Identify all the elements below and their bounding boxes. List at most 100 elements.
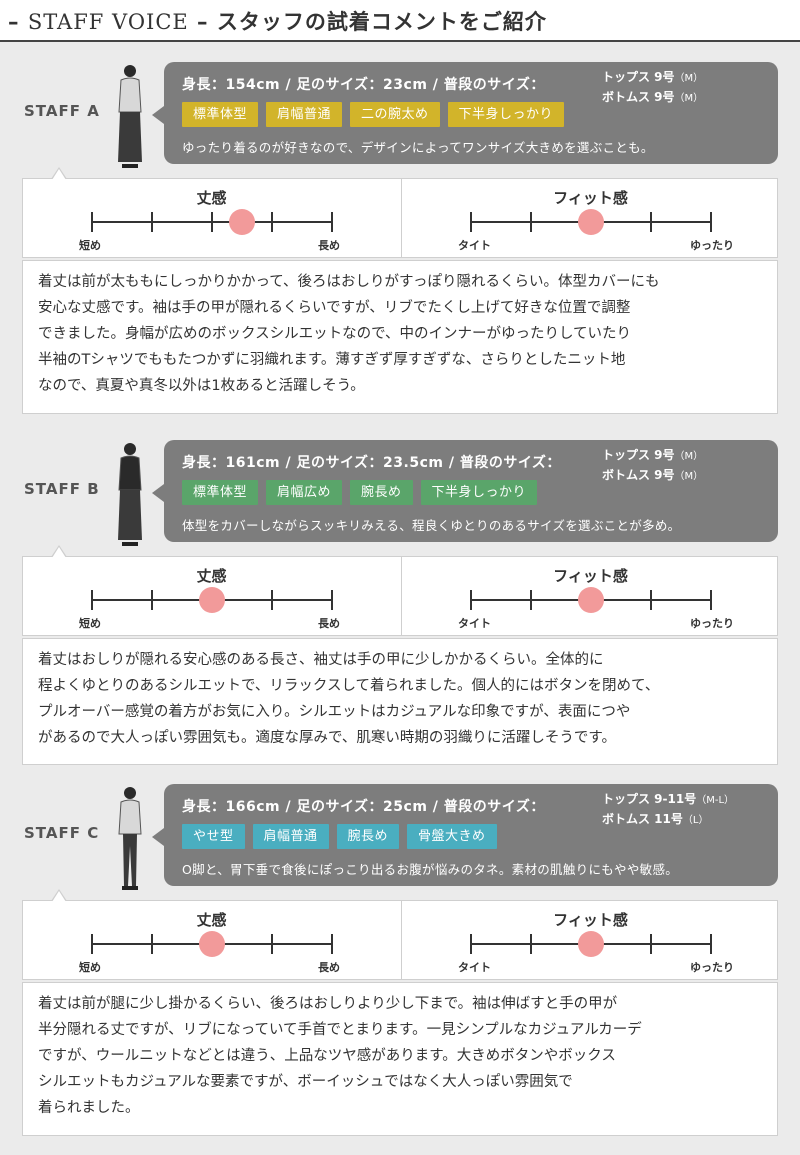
length-scale-title: 丈感 — [196, 567, 227, 585]
scale-marker — [578, 587, 604, 613]
scale-tick — [271, 934, 273, 954]
usual-sizes: トップス 9号（M）ボトムス 9号（M） — [602, 446, 703, 486]
length-scale: 丈感短め長め — [23, 901, 400, 979]
scale-tick — [331, 590, 333, 610]
fit-scale: フィット感タイトゆったり — [402, 557, 779, 635]
scale-tick — [91, 590, 93, 610]
scale-tick — [710, 590, 712, 610]
comment-line: プルオーバー感覚の着方がお気に入り。シルエットはカジュアルな印象ですが、表面につ… — [38, 704, 631, 720]
section-header: – STAFF VOICE – スタッフの試着コメントをご紹介 — [0, 0, 800, 42]
scale-tick — [151, 590, 153, 610]
fit-scale: フィット感タイト ゆったり — [402, 901, 779, 979]
bottoms-size-unit: （L） — [682, 815, 709, 826]
usual-sizes: トップス 9-11号（M-L）ボトムス 11号（L） — [602, 790, 734, 830]
scale-tick — [470, 212, 472, 232]
usual-sizes: トップス 9号（M）ボトムス 9号（M） — [602, 68, 703, 108]
scale-tick — [151, 212, 153, 232]
comment-line: 半袖のTシャツでももたつかずに羽織れます。薄すぎず厚すぎずな、さらりとしたニット… — [38, 352, 626, 368]
comment-line: 着丈は前が太ももにしっかりかかって、後ろはおしりがすっぽり隠れるくらい。体型カバ… — [38, 274, 660, 290]
body-type-tag: 下半身しっかり — [420, 480, 538, 505]
scale-tick — [710, 934, 712, 954]
scale-max-label: ゆったり — [690, 617, 734, 630]
tops-size: トップス 9-11号（M-L） — [602, 790, 734, 810]
scale-marker — [199, 587, 225, 613]
staff-profile: 身長：161cm / 足のサイズ：23.5cm / 普段のサイズ： トップス 9号… — [152, 440, 778, 542]
scale-tick — [271, 590, 273, 610]
tops-size: トップス 9号（M） — [602, 68, 703, 88]
body-type-tag: 二の腕太め — [350, 102, 440, 127]
bottoms-size-unit: （M） — [674, 93, 704, 104]
scale-tick — [530, 212, 532, 232]
staff-spec: 身長：161cm / 足のサイズ：23.5cm / 普段のサイズ： — [182, 455, 561, 471]
staff-label: STAFF B — [24, 480, 100, 498]
scale-tick — [331, 212, 333, 232]
comment-line: 着丈はおしりが隠れる安心感のある長さ、袖丈は手の甲に少しかかるくらい。全体的に — [38, 652, 604, 668]
comment-line: なので、真夏や真冬以外は1枚あると活躍しそう。 — [38, 378, 365, 394]
length-scale: 丈感短め長め — [23, 179, 400, 257]
body-type-tag: やせ型 — [182, 824, 245, 849]
body-type-tag: 下半身しっかり — [447, 102, 565, 127]
comment-line: できました。身幅が広めのボックスシルエットなので、中のインナーがゆったりしていた… — [38, 326, 632, 342]
fit-scale: フィット感タイトゆったり — [402, 179, 779, 257]
scale-min-label: 短め — [79, 617, 101, 630]
staff-spec: 身長：154cm / 足のサイズ：23cm / 普段のサイズ： — [182, 77, 545, 93]
body-type-tags: 標準体型肩幅普通二の腕太め下半身しっかり — [182, 102, 572, 127]
comment-line: 程よくゆとりのあるシルエットで、リラックスして着られました。個人的にはボタンを閉… — [38, 678, 660, 694]
staff-note: 体型をカバーしながらスッキリみえる、程良くゆとりのあるサイズを選ぶことが多め。 — [182, 518, 681, 533]
scale-min-label: タイト — [458, 239, 491, 252]
body-type-tag: 骨盤大きめ — [407, 824, 497, 849]
staff-comment: 着丈は前が腿に少し掛かるくらい、後ろはおしりより少し下まで。袖は伸ばすと手の甲が… — [22, 982, 778, 1136]
comment-line: ですが、ウールニットなどとは違う、上品なツヤ感があります。大きめボタンやボックス — [38, 1048, 616, 1064]
body-type-tag: 標準体型 — [182, 102, 259, 127]
tops-size-unit: （M） — [674, 73, 704, 84]
length-scale: 丈感短め長め — [23, 557, 400, 635]
size-rating: 丈感短め長めフィット感タイトゆったり — [22, 167, 779, 258]
scale-tick — [271, 212, 273, 232]
scale-min-label: 短め — [79, 239, 101, 252]
staff-note: O脚と、胃下垂で食後にぽっこり出るお腹が悩みのタネ。素材の肌触りにもやや敏感。 — [182, 862, 679, 877]
title-jp: スタッフの試着コメントをご紹介 — [216, 10, 547, 34]
staff-photo — [110, 62, 150, 172]
fit-scale-title: フィット感 — [553, 911, 628, 929]
body-type-tag: 肩幅普通 — [252, 824, 329, 849]
body-type-tags: 標準体型肩幅広め腕長め下半身しっかり — [182, 480, 545, 505]
title-en: STAFF VOICE — [27, 10, 189, 34]
staff-profile: 身長：154cm / 足のサイズ：23cm / 普段のサイズ： トップス 9号（M… — [152, 62, 778, 164]
scale-tick — [530, 590, 532, 610]
scale-tick — [151, 934, 153, 954]
tops-size-unit: （M-L） — [696, 795, 735, 806]
comment-line: 着られました。 — [38, 1100, 140, 1116]
size-rating: 丈感短め長め フィット感タイト ゆったり — [22, 889, 779, 980]
staff-photo — [110, 784, 150, 894]
body-type-tags: やせ型肩幅普通腕長め骨盤大きめ — [182, 824, 505, 849]
bottoms-size: ボトムス 11号（L） — [602, 810, 734, 830]
scale-marker — [229, 209, 255, 235]
staff-profile: 身長：166cm / 足のサイズ：25cm / 普段のサイズ：トップス 9-11… — [152, 784, 778, 886]
scale-max-label: ゆったり — [690, 961, 734, 974]
comment-line: 半分隠れる丈ですが、リブになっていて手首でとまります。一見シンプルなカジュアルカ… — [38, 1022, 642, 1038]
body-type-tag: 肩幅広め — [266, 480, 343, 505]
scale-min-label: タイト — [458, 961, 491, 974]
tops-size: トップス 9号（M） — [602, 446, 703, 466]
body-type-tag: 標準体型 — [182, 480, 259, 505]
tops-size-value: トップス 9号 — [602, 448, 675, 462]
scale-max-label: 長め — [318, 961, 340, 974]
scale-tick — [530, 934, 532, 954]
size-rating: 丈感短め長めフィット感タイトゆったり — [22, 545, 779, 636]
tops-size-value: トップス 9-11号 — [602, 792, 697, 806]
comment-line: があるので大人っぽい雰囲気も。適度な厚みで、肌寒い時期の羽織りに活躍しそうです。 — [38, 730, 616, 746]
staff-comment: 着丈はおしりが隠れる安心感のある長さ、袖丈は手の甲に少しかかるくらい。全体的に程… — [22, 638, 778, 765]
scale-max-label: ゆったり — [690, 239, 734, 252]
section-title: – STAFF VOICE – スタッフの試着コメントをご紹介 — [8, 10, 547, 34]
length-scale-title: 丈感 — [196, 189, 227, 207]
staff-photo — [110, 440, 150, 550]
scale-marker — [578, 209, 604, 235]
staff-label: STAFF C — [24, 824, 100, 842]
comment-line: 安心な丈感です。袖は手の甲が隠れるくらいですが、リブでたくし上げて好きな位置で調… — [38, 300, 631, 316]
bottoms-size-value: ボトムス 11号 — [602, 812, 683, 826]
scale-tick — [91, 212, 93, 232]
staff-comment: 着丈は前が太ももにしっかりかかって、後ろはおしりがすっぽり隠れるくらい。体型カバ… — [22, 260, 778, 414]
length-scale-title: 丈感 — [196, 911, 227, 929]
